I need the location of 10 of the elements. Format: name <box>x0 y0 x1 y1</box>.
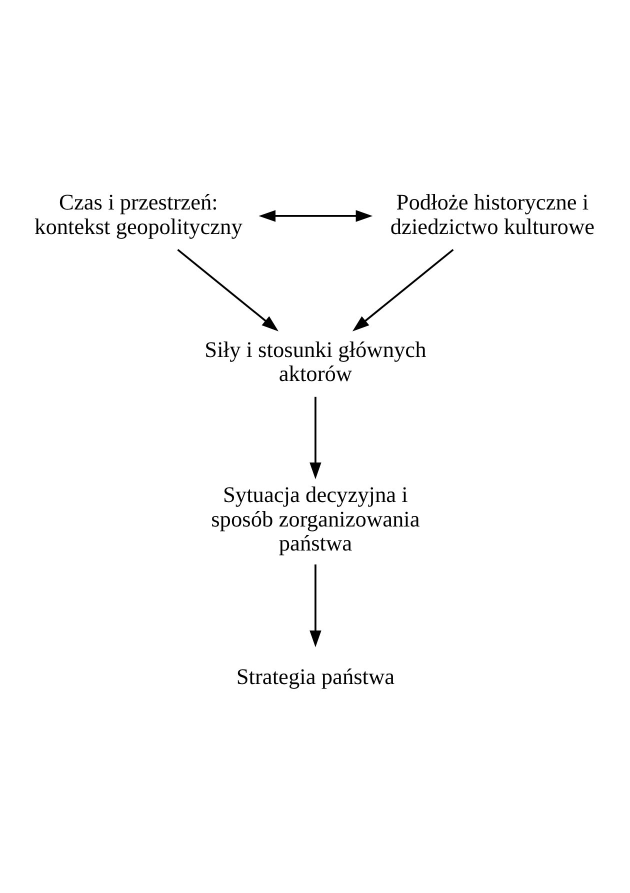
arrow <box>258 210 373 222</box>
node-text: Czas i przestrzeń: kontekst geopolityczny <box>34 189 242 238</box>
node-text: Podłoże historyczne i dziedzictwo kulturowe <box>390 189 595 238</box>
arrow <box>177 248 278 331</box>
node-text: Sytuacja decyzyjna i sposób zorganizowania państwa <box>211 482 420 556</box>
node-text: Strategia państwa <box>236 663 395 688</box>
arrow <box>310 396 322 479</box>
arrow <box>310 564 322 647</box>
node-text: Siły i stosunki głównych aktorów <box>204 336 426 386</box>
arrow <box>352 248 454 331</box>
